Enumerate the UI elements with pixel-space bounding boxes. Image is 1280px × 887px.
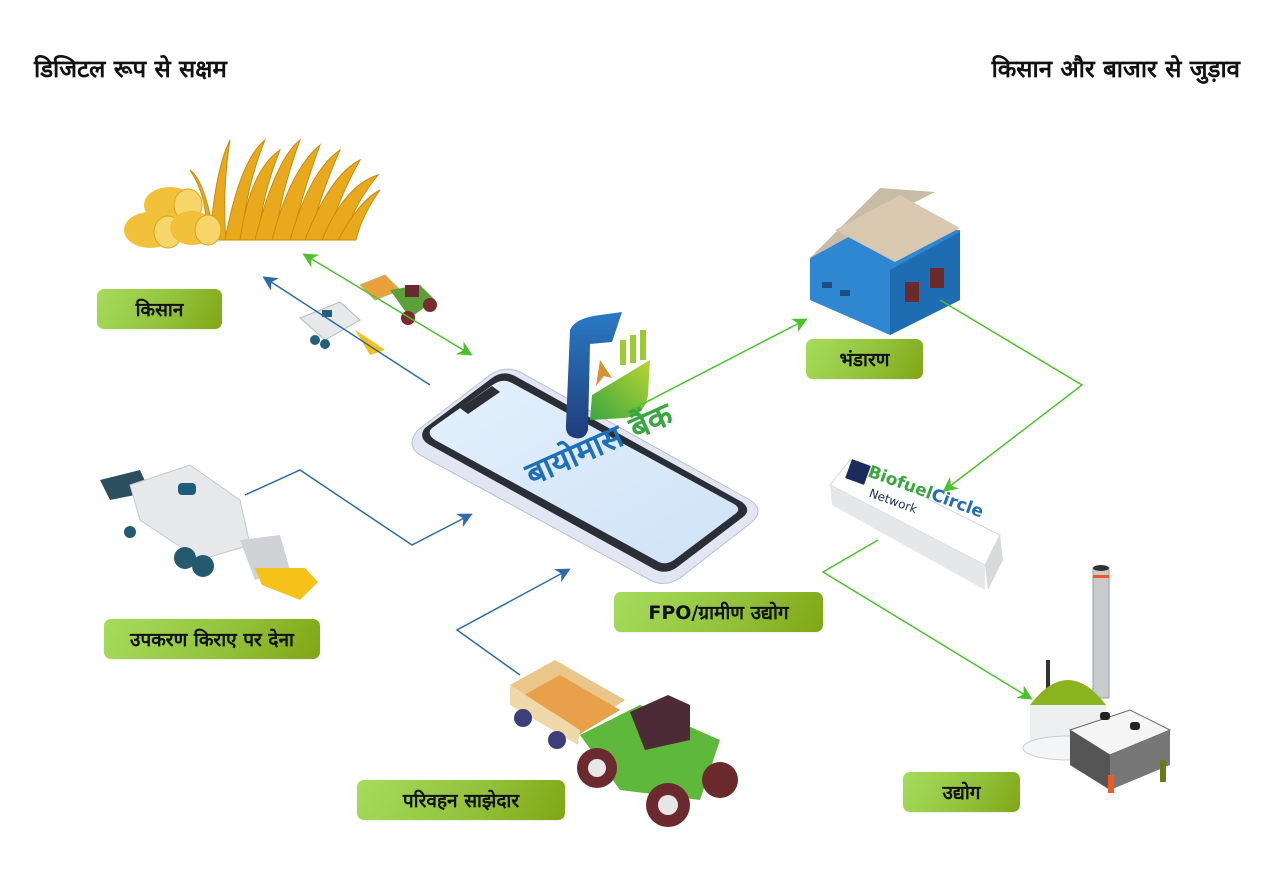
node-fpo-rural-industry: FPO/ग्रामीण उद्योग [614,592,823,632]
node-equipment-rental: उपकरण किराए पर देना [104,619,320,659]
arrow-farmer-field-transport [302,253,473,356]
node-farmer: किसान [97,289,222,329]
small-tractor-icon [359,274,437,325]
heading-farmer-market-linkage: किसान और बाजार से जुड़ाव [991,55,1240,83]
arrow-storage-to-network [939,299,1084,492]
biogas-plant-icon [1022,565,1172,793]
node-transport-partner: परिवहन साझेदार [357,780,565,820]
arrow-phone-to-storage [626,318,808,413]
tractor-trailer-icon [510,660,738,827]
biomass-bank-logo-icon [565,312,650,439]
straw-bales-icon [124,138,381,249]
arrow-network-to-industry [821,539,1033,700]
smartphone-icon [411,368,759,584]
node-industry: उद्योग [903,772,1020,812]
baler-machine-icon [100,464,318,600]
biofuelcircle-network-block [829,459,1003,590]
warehouse-icon [810,188,960,335]
arrow-transport-to-phone [455,568,571,676]
heading-digitally-enabled: डिजिटल रूप से सक्षम [34,55,227,83]
node-storage: भंडारण [806,339,923,379]
arrow-equipment-to-phone [244,469,473,546]
